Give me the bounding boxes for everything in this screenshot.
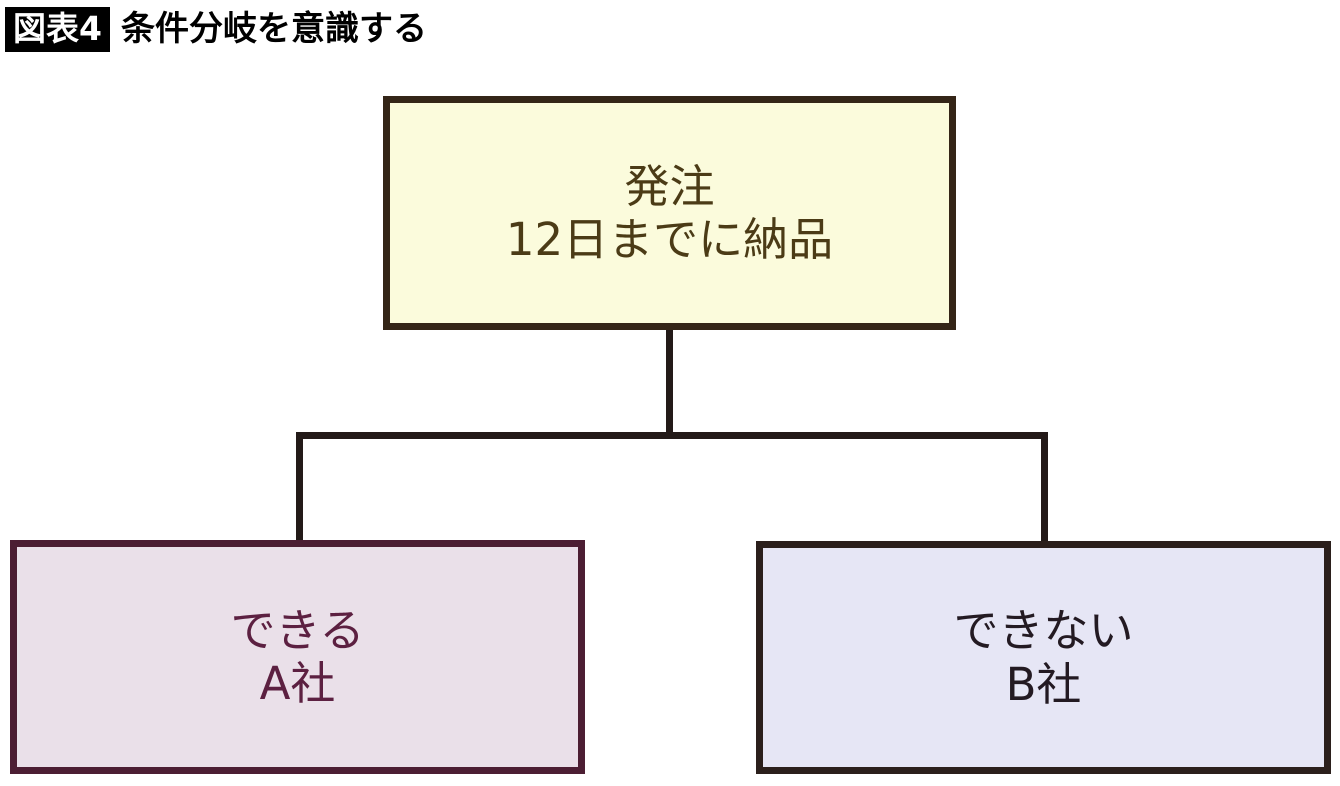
connector-branch-left [296,432,303,544]
node-order-line1: 発注 [624,159,715,213]
node-branch-yes-line2: A社 [259,657,336,710]
node-order-line2: 12日までに納品 [505,213,834,266]
connector-root-stem [666,330,673,435]
node-branch-no: できない B社 [756,541,1331,774]
node-branch-yes: できる A社 [10,540,585,774]
node-branch-no-line1: できない [953,604,1134,658]
node-branch-yes-line1: できる [230,603,365,657]
connector-horizontal-bar [296,432,1048,439]
node-order: 発注 12日までに納品 [383,96,956,330]
node-branch-no-line2: B社 [1005,657,1082,711]
connector-branch-right [1041,432,1048,544]
figure-title-row: 図表4 条件分岐を意識する [5,6,427,52]
figure-number-badge: 図表4 [5,6,110,52]
figure-title: 条件分岐を意識する [120,9,427,49]
